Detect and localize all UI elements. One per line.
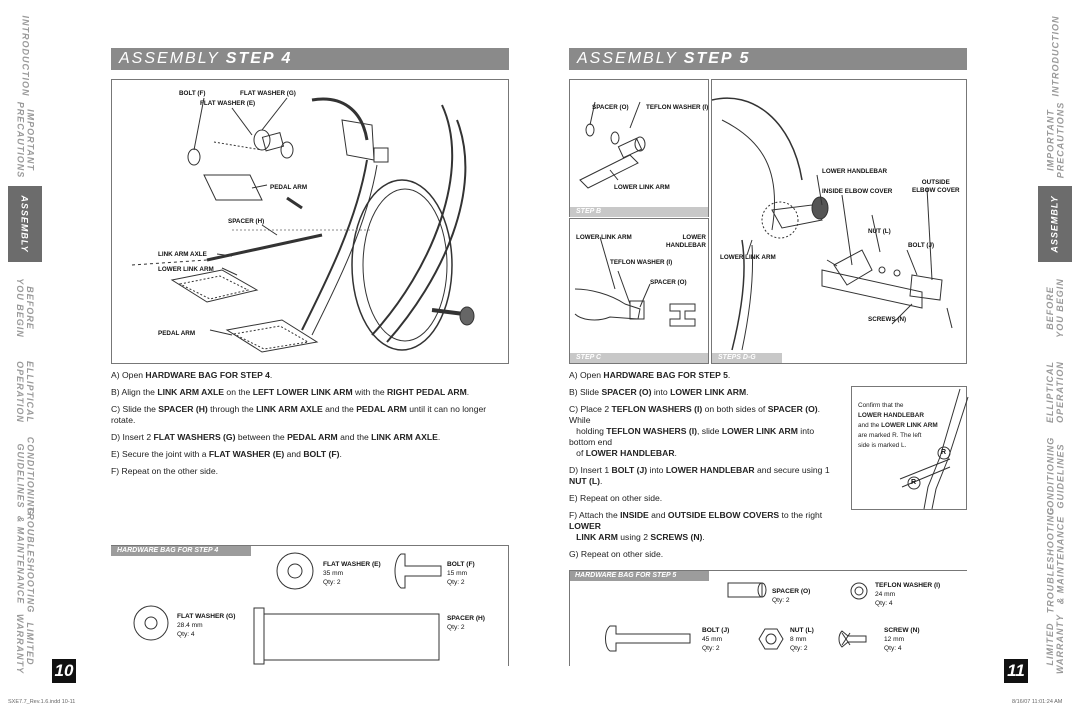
handlebar-marking-illustration [899,388,969,510]
step5-instruction-b: B) Slide SPACER (O) into LOWER LINK ARM. [569,387,749,397]
elliptical-assembly-illustration [131,97,475,353]
tab-limited-warranty-right[interactable]: LIMITED WARRANTY [1045,614,1065,674]
step4-hardware-box: FLAT WASHER (E) 35 mm Qty: 2 BOLT (F) 15… [111,545,509,666]
step5-hardware-title: HARDWARE BAG FOR STEP 5 CONTENTS : [569,570,709,590]
tab-elliptical-operation[interactable]: ELLIPTICAL OPERATION [15,361,35,423]
hw-nut-l: NUT (L) 8 mm Qty: 2 [790,627,814,652]
step5-detail-dg: LOWER HANDLEBAR INSIDE ELBOW COVER OUTSI… [711,79,967,364]
step4-instruction-c: C) Slide the SPACER (H) through the LINK… [111,404,487,425]
step-b-tag: STEP B [570,207,708,217]
hw-flat-washer-g: FLAT WASHER (G) 28.4 mm Qty: 4 [177,613,236,638]
step5-instruction-g: G) Repeat on other side. [569,549,664,559]
tab-conditioning-guidelines[interactable]: CONDITIONING GUIDELINES [15,436,35,516]
label-teflon-washer-top: TEFLON WASHER (I) [646,104,709,111]
hw-screw-n: SCREW (N) 12 mm Qty: 4 [884,627,920,652]
tab-troubleshooting-maintenance-right[interactable]: TROUBLESHOOTING & MAINTENANCE [1045,506,1065,614]
step-b-illustration [579,101,646,189]
step5-instruction-f: F) Attach the INSIDE and OUTSIDE ELBOW C… [569,510,823,542]
step5-instruction-d: D) Insert 1 BOLT (J) into LOWER HANDLEBA… [569,465,830,486]
label-screws-n: SCREWS (N) [868,316,907,323]
label-lower-handlebar: LOWER HANDLEBAR [822,168,888,175]
hw-spacer-o: SPACER (O) Qty: 2 [772,588,811,604]
label-lower-link-arm-b: LOWER LINK ARM [614,184,670,191]
step5-hardware-box: SPACER (O) Qty: 2 TEFLON WASHER (I) 24 m… [569,570,967,666]
steps-dg-illustration [711,97,953,351]
label-spacer-h: SPACER (H) [228,218,265,225]
tab-limited-warranty[interactable]: LIMITED WARRANTY [15,614,35,674]
tab-important-precautions-right[interactable]: IMPORTANT PRECAUTIONS [1045,101,1066,179]
step5-instructions: A) Open HARDWARE BAG FOR STEP 5. B) Slid… [569,370,839,566]
label-lower-link-arm-d: LOWER LINK ARM [720,254,776,261]
step4-instruction-f: F) Repeat on the other side. [111,466,219,476]
step4-instruction-d: D) Insert 2 FLAT WASHERS (G) between the… [111,432,441,442]
label-spacer-o: SPACER (O) [592,104,629,111]
label-pedal-arm-top: PEDAL ARM [270,184,308,191]
label-bolt-f: BOLT (F) [179,90,206,97]
hw-teflon-washer-i: TEFLON WASHER (I) 24 mm Qty: 4 [875,582,941,607]
step-c-tag: STEP C [570,353,708,363]
tab-elliptical-operation-right[interactable]: ELLIPTICAL OPERATION [1045,361,1065,423]
label-nut-l: NUT (L) [868,228,891,235]
mark-r-upper: R [941,449,947,456]
step5-detail-b: SPACER (O) TEFLON WASHER (I) LOWER LINK … [569,79,709,217]
step4-instructions: A) Open HARDWARE BAG FOR STEP 4. B) Alig… [111,370,509,483]
step5-hardware-illustrations [605,582,868,652]
step-c-illustration [574,236,696,327]
tab-before-you-begin-right[interactable]: BEFORE YOU BEGIN [1045,278,1066,338]
hw-flat-washer-e: FLAT WASHER (E) 35 mm Qty: 2 [323,561,381,586]
right-page-number: 11 [1004,659,1028,683]
note-text: Confirm that the LOWER HANDLEBAR and the… [858,402,938,449]
print-timestamp: 8/16/07 11:01:24 AM [1012,699,1063,705]
label-lower-link-arm-c: LOWER LINK ARM [576,234,632,241]
hw-spacer-h: SPACER (H) Qty: 2 [447,615,485,631]
step5-instruction-e: E) Repeat on other side. [569,493,663,503]
step4-hardware-illustrations [133,552,442,665]
label-bolt-j: BOLT (J) [908,242,935,249]
step4-instruction-b: B) Align the LINK ARM AXLE on the LEFT L… [111,387,470,397]
tab-conditioning-guidelines-right[interactable]: CONDITIONING GUIDELINES [1045,436,1065,516]
mark-r-lower: R [911,479,917,486]
tab-assembly-right[interactable]: ASSEMBLY [1038,186,1072,262]
left-page-number: 10 [52,659,76,683]
label-spacer-o-c: SPACER (O) [650,279,687,286]
label-pedal-arm-bottom: PEDAL ARM [158,330,196,337]
label-lower-link-arm: LOWER LINK ARM [158,266,214,273]
tab-introduction[interactable]: INTRODUCTION [20,15,30,97]
step4-instruction-e: E) Secure the joint with a FLAT WASHER (… [111,449,342,459]
step5-instruction-c: C) Place 2 TEFLON WASHERS (I) on both si… [569,404,821,458]
hw-bolt-j: BOLT (J) 45 mm Qty: 2 [702,627,730,652]
steps-dg-tag: STEPS D-G [712,353,782,363]
step4-instruction-a: A) Open HARDWARE BAG FOR STEP 4. [111,370,273,380]
tab-before-you-begin[interactable]: BEFORE YOU BEGIN [15,278,36,338]
label-inside-elbow-cover: INSIDE ELBOW COVER [822,188,893,195]
tab-important-precautions[interactable]: IMPORTANT PRECAUTIONS [15,101,36,179]
label-lower-handlebar-c: LOWER HANDLEBAR [666,234,706,249]
label-link-arm-axle: LINK ARM AXLE [158,251,207,258]
label-teflon-washer-c: TEFLON WASHER (I) [610,259,673,266]
step5-instruction-a: A) Open HARDWARE BAG FOR STEP 5. [569,370,731,380]
file-slug: SXE7.7_Rev.1.6.indd 10-11 [8,699,76,705]
left-right-marking-note: Confirm that the LOWER HANDLEBAR and the… [851,386,969,510]
tab-troubleshooting-maintenance[interactable]: TROUBLESHOOTING & MAINTENANCE [15,506,35,614]
tab-introduction-right[interactable]: INTRODUCTION [1050,15,1060,97]
step5-detail-c: LOWER LINK ARM LOWER HANDLEBAR TEFLON WA… [569,218,709,364]
step4-hardware-title: HARDWARE BAG FOR STEP 4 CONTENTS : [111,545,251,565]
label-flat-washer-g: FLAT WASHER (G) [240,90,296,97]
step4-diagram: BOLT (F) FLAT WASHER (G) FLAT WASHER (E)… [111,79,509,364]
label-outside-elbow-cover: OUTSIDE ELBOW COVER [912,179,960,194]
tab-assembly[interactable]: ASSEMBLY [8,186,42,262]
label-flat-washer-e: FLAT WASHER (E) [200,100,256,107]
hw-bolt-f: BOLT (F) 15 mm Qty: 2 [447,561,475,586]
